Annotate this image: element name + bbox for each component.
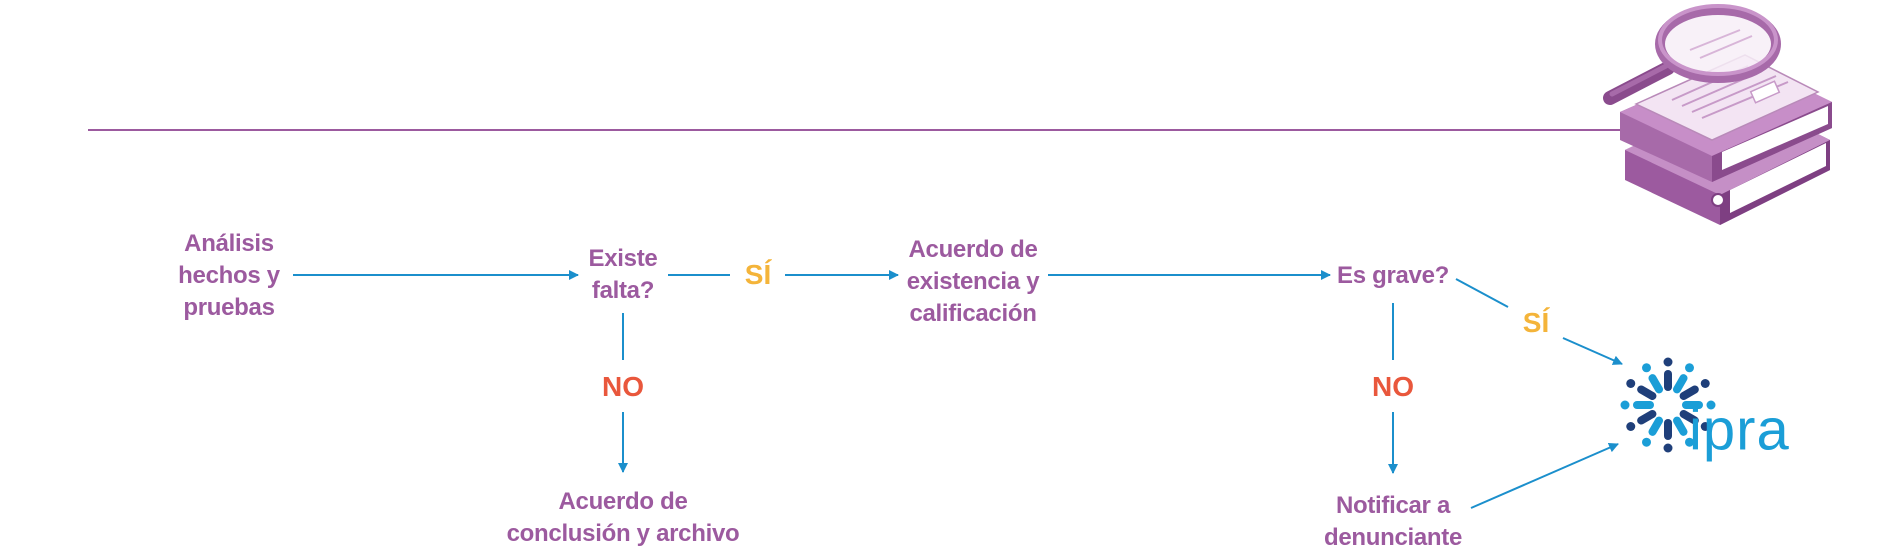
node-analisis-line: Análisis: [184, 230, 274, 257]
magnifier-icon: [1603, 4, 1781, 105]
node-analisis-line: hechos y: [178, 262, 280, 289]
logo-dot: [1700, 379, 1710, 388]
label-no-grave: NO: [1372, 371, 1414, 402]
node-notificar: Notificar a denunciante: [1324, 490, 1462, 554]
ipra-wordmark: ipra: [1689, 397, 1790, 463]
logo-dot: [1663, 443, 1673, 453]
logo-dot: [1685, 363, 1694, 373]
label-no-existe: NO: [602, 371, 644, 402]
node-acuerdo-existencia-line: Acuerdo de: [908, 236, 1038, 263]
label-si-existe: SÍ: [744, 259, 772, 290]
node-es-grave: Es grave?: [1337, 260, 1449, 292]
node-acuerdo-existencia-line: existencia y: [906, 268, 1040, 295]
node-acuerdo-conclusion: Acuerdo de conclusión y archivo: [507, 486, 740, 550]
node-notificar-line: denunciante: [1323, 524, 1463, 551]
node-existe-line: falta?: [591, 277, 655, 304]
logo-bar: [1637, 410, 1657, 425]
logo-dot: [1663, 357, 1673, 367]
logo-dot: [1700, 422, 1710, 431]
node-es-grave-line: Es grave?: [1336, 262, 1450, 289]
logo-dot: [1626, 422, 1636, 431]
node-existe-line: Existe: [588, 245, 658, 272]
logo-dot: [1626, 379, 1636, 388]
node-notificar-line: Notificar a: [1335, 492, 1451, 519]
logo-bar: [1637, 385, 1657, 400]
logo-bar: [1673, 374, 1688, 394]
logo-dot: [1642, 363, 1651, 373]
label-si-grave: SÍ: [1522, 307, 1550, 338]
logo-dot: [1642, 437, 1651, 447]
logo-dot: [1706, 400, 1716, 410]
logo-bar: [1673, 416, 1688, 436]
node-existe-falta: Existe falta?: [589, 243, 658, 307]
node-analisis-line: pruebas: [183, 294, 275, 321]
ipra-logo-icon: [1620, 357, 1716, 453]
logo-bar: [1679, 410, 1699, 425]
node-acuerdo-existencia-line: calificación: [909, 300, 1037, 327]
logo-dot: [1620, 400, 1630, 410]
node-acuerdo-existencia: Acuerdo de existencia y calificación: [907, 234, 1040, 330]
logo-dot: [1685, 437, 1694, 447]
logo-bar: [1679, 385, 1699, 400]
node-acuerdo-conclusion-line: Acuerdo de: [558, 488, 688, 515]
node-acuerdo-conclusion-line: conclusión y archivo: [506, 520, 740, 547]
arrow-notificar-to-ipra: [1470, 443, 1619, 509]
binders-icon: [1620, 54, 1832, 225]
arrow-grave-to-si: [1455, 278, 1509, 308]
logo-bar: [1648, 374, 1663, 394]
node-analisis: Análisis hechos y pruebas: [178, 228, 280, 324]
arrow-si-to-ipra: [1562, 337, 1623, 365]
logo-bar: [1648, 416, 1663, 436]
